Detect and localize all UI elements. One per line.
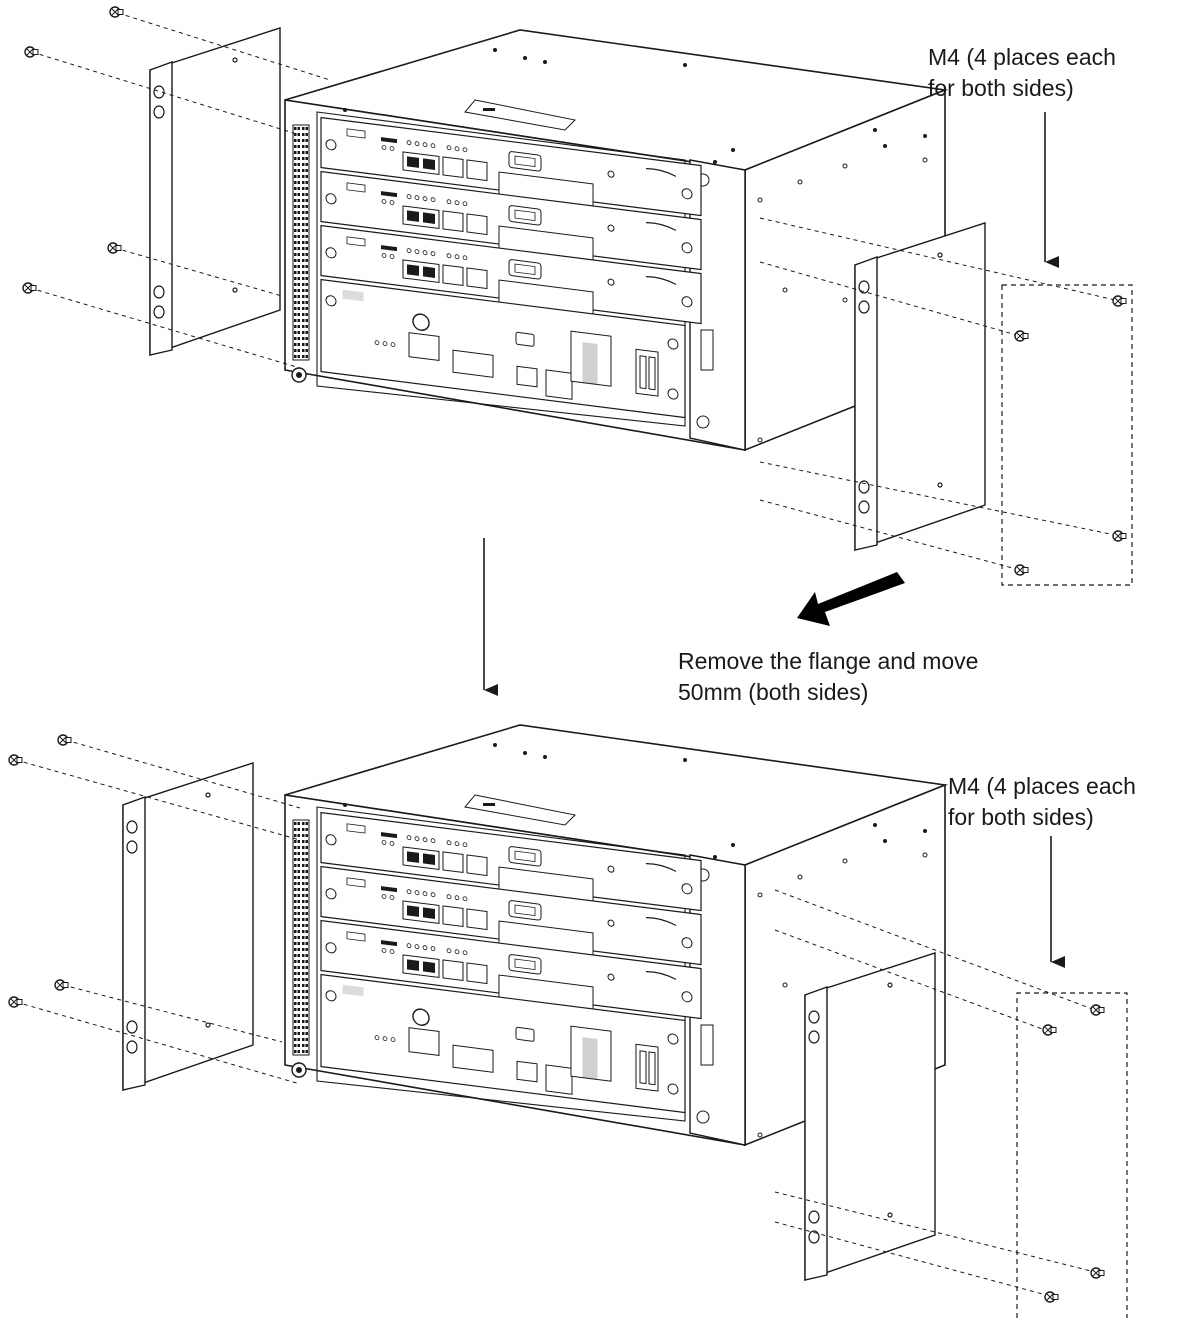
top-callout-line2: for both sides) bbox=[928, 75, 1074, 101]
bottom-assembly bbox=[8, 725, 1128, 1318]
top-right-screws bbox=[1014, 295, 1127, 576]
top-left-screws bbox=[22, 6, 124, 294]
top-screw-group-box bbox=[1001, 284, 1133, 586]
bottom-right-screws bbox=[1042, 1004, 1105, 1303]
move-direction-arrow bbox=[797, 572, 905, 626]
middle-callout-line2: 50mm (both sides) bbox=[678, 679, 869, 705]
bottom-callout-line2: for both sides) bbox=[948, 804, 1094, 830]
bottom-left-screw-guides bbox=[15, 739, 301, 1085]
bottom-left-screws bbox=[8, 734, 72, 1008]
bottom-right-flange bbox=[804, 952, 936, 1281]
bottom-screw-group-box bbox=[1016, 992, 1128, 1318]
top-left-flange bbox=[149, 27, 281, 356]
top-left-screw-guides bbox=[29, 12, 331, 369]
bottom-callout-line1: M4 (4 places each bbox=[948, 773, 1136, 799]
bottom-right-screw-guides bbox=[774, 889, 1096, 1297]
middle-callout-line1: Remove the flange and move bbox=[678, 648, 979, 674]
top-right-flange bbox=[854, 222, 986, 551]
top-callout-line1: M4 (4 places each bbox=[928, 44, 1116, 70]
bottom-left-flange bbox=[122, 762, 254, 1091]
top-chassis bbox=[285, 30, 945, 450]
top-assembly bbox=[22, 6, 1133, 626]
top-right-screw-guides bbox=[759, 217, 1116, 571]
